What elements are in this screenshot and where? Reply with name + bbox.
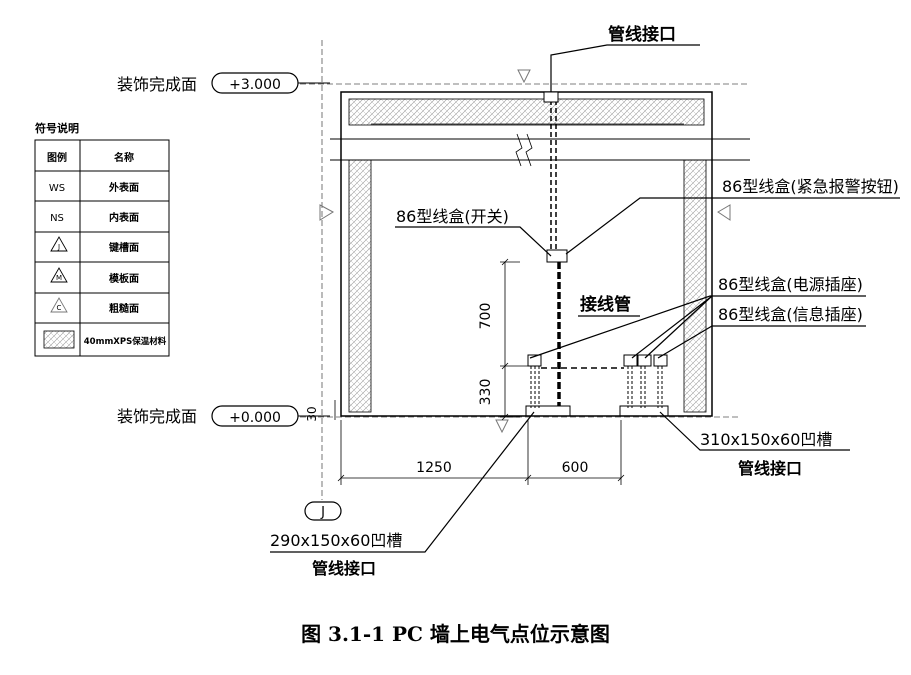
- grid-tag: J: [320, 505, 325, 520]
- legend-table: [34, 139, 170, 357]
- groove-left-label: 290x150x60凹槽: [270, 531, 402, 550]
- switch-box: [546, 249, 568, 263]
- legend-symbol: J: [57, 243, 60, 251]
- top-callout-label: 管线接口: [608, 24, 676, 45]
- dimension-1250: 1250: [416, 460, 452, 476]
- figure-caption: 图 3.1-1 PC 墙上电气点位示意图: [301, 622, 610, 646]
- legend-header-col2: 名称: [114, 151, 134, 164]
- dimension-700: 700: [478, 303, 494, 330]
- legend-symbol: M: [56, 274, 62, 282]
- conduit-label: 接线管: [580, 294, 631, 315]
- dimension-330: 330: [478, 379, 494, 406]
- info-box-label: 86型线盒(信息插座): [718, 305, 863, 324]
- elevation-marker-top: [211, 72, 330, 94]
- dimension-lines: [334, 258, 625, 485]
- insulation-top: [348, 98, 705, 126]
- legend-row-name: 外表面: [108, 181, 139, 194]
- legend-symbol: NS: [50, 213, 64, 224]
- legend-symbol: WS: [49, 183, 65, 194]
- switch-box-label: 86型线盒(开关): [396, 207, 509, 226]
- central-conduit: [543, 91, 561, 406]
- power-box-2: [637, 354, 652, 367]
- legend-title: 符号说明: [35, 121, 79, 135]
- grid-tag-box: [304, 501, 342, 521]
- legend-row-name: 内表面: [109, 211, 139, 224]
- groove-right-label: 310x150x60凹槽: [700, 430, 832, 449]
- conduit-stubs: [530, 366, 663, 408]
- power-box: [623, 354, 638, 367]
- info-box: [653, 354, 668, 367]
- power-box-label: 86型线盒(电源插座): [718, 275, 863, 294]
- legend-row-name: 键槽面: [108, 241, 139, 254]
- elevation-value-top: +3.000: [229, 77, 281, 93]
- grooves: [525, 405, 669, 417]
- leader-lines: [270, 44, 900, 553]
- dimension-600: 600: [562, 460, 589, 476]
- insulation-left: [348, 159, 372, 413]
- elevation-label-bottom: 装饰完成面: [117, 407, 197, 426]
- legend-row-name: 模板面: [109, 272, 139, 285]
- legend-row-name: 粗糙面: [109, 302, 139, 315]
- alarm-box-label: 86型线盒(紧急报警按钮): [722, 177, 899, 196]
- elevation-label-top: 装饰完成面: [117, 75, 197, 94]
- elevation-marker-bottom: [211, 405, 330, 427]
- elevation-value-bottom: +0.000: [229, 410, 281, 426]
- interface-right-label: 管线接口: [738, 459, 802, 478]
- wall-panel: [330, 91, 750, 417]
- interface-left-label: 管线接口: [312, 559, 376, 578]
- dimension-30: 30: [305, 406, 319, 421]
- legend-header-col1: 图例: [47, 151, 67, 164]
- legend-symbol: C: [57, 304, 62, 312]
- legend-row-name: 40mmXPS保温材料: [84, 336, 167, 347]
